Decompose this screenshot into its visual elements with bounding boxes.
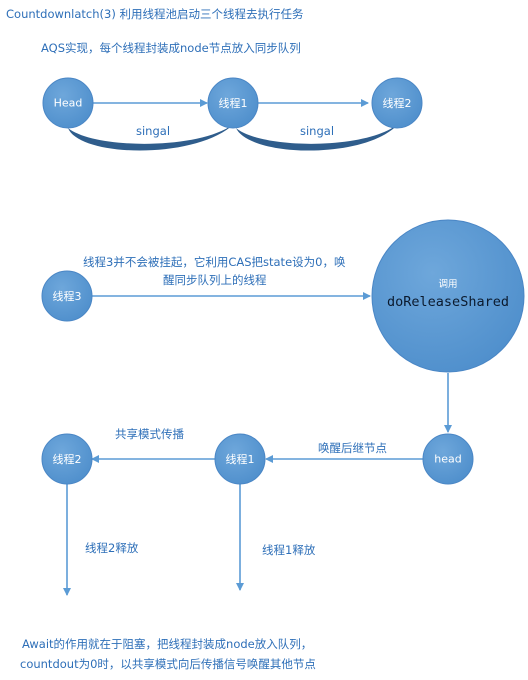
node-thread1-top xyxy=(207,77,259,129)
signal-curve-left xyxy=(68,122,236,151)
signal-label-right: singal xyxy=(300,124,335,138)
label-thread2-top: 线程2 xyxy=(382,97,412,110)
node-call-doReleaseShared xyxy=(371,219,525,373)
release2-label: 线程2释放 xyxy=(85,541,139,555)
share-propagate-label: 共享模式传播 xyxy=(115,427,184,441)
label-thread3: 线程3 xyxy=(52,290,82,303)
label-head-bottom: head xyxy=(434,452,462,466)
signal-label-left: singal xyxy=(136,124,171,138)
diagram-subtitle: AQS实现，每个线程封装成node节点放入同步队列 xyxy=(41,41,301,55)
thread3-note-line2: 醒同步队列上的线程 xyxy=(163,273,267,287)
node-thread2-top xyxy=(371,77,423,129)
node-thread3 xyxy=(41,270,93,322)
label-thread2-bottom: 线程2 xyxy=(52,453,82,466)
node-head-top xyxy=(42,77,94,129)
footer-line1: Await的作用就在于阻塞，把线程封装成node放入队列， xyxy=(22,637,313,651)
footer-line2: countdout为0时，以共享模式向后传播信号唤醒其他节点 xyxy=(20,657,316,671)
label-thread1-bottom: 线程1 xyxy=(225,453,255,466)
wake-successor-label: 唤醒后继节点 xyxy=(318,441,387,455)
signal-curve-right xyxy=(236,122,400,151)
label-thread1-top: 线程1 xyxy=(218,97,248,110)
label-head-top: Head xyxy=(53,96,83,110)
node-thread1-bottom xyxy=(214,433,266,485)
call-method: doReleaseShared xyxy=(387,294,509,310)
node-thread2-bottom xyxy=(41,433,93,485)
release1-label: 线程1释放 xyxy=(262,543,316,557)
call-title: 调用 xyxy=(438,279,458,290)
diagram-title: Countdownlatch(3) 利用线程池启动三个线程去执行任务 xyxy=(6,7,304,21)
node-head-bottom xyxy=(422,433,474,485)
thread3-note-line1: 线程3并不会被挂起，它利用CAS把state设为0，唤 xyxy=(83,255,346,269)
